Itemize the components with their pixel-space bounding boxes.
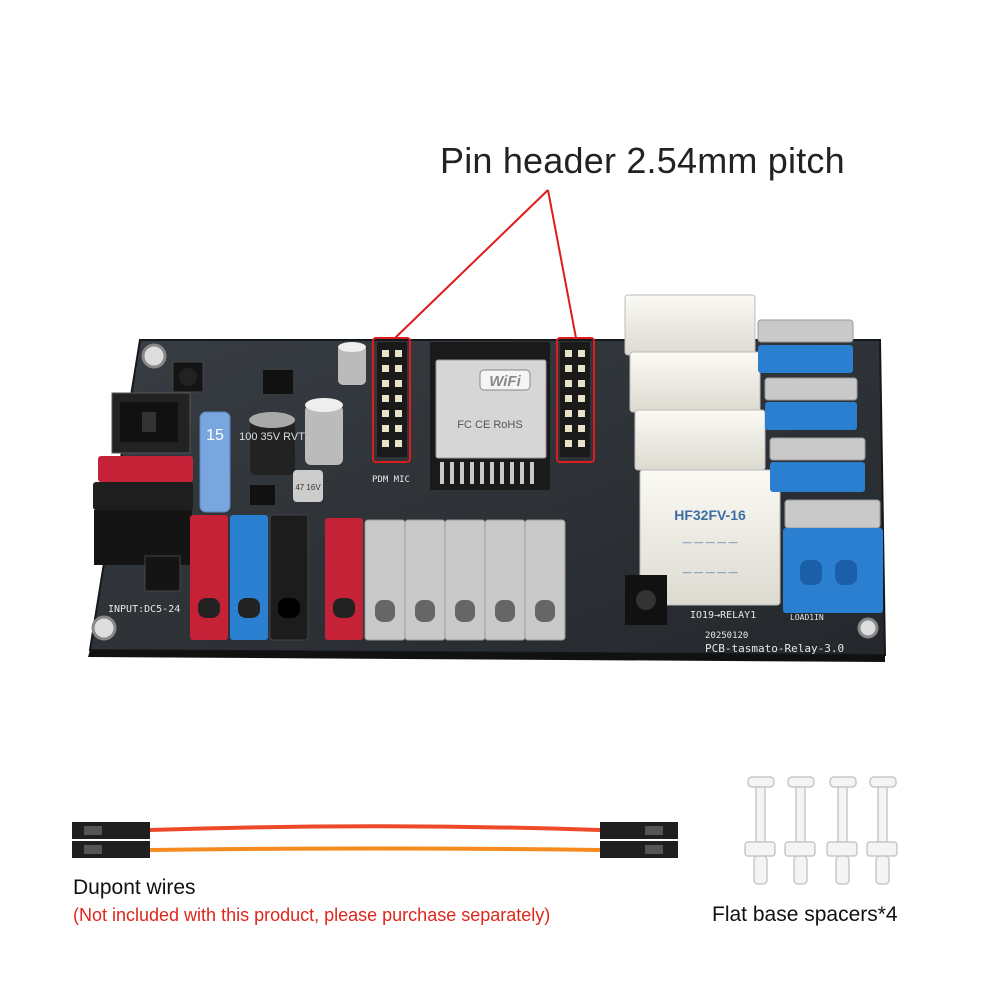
spacer <box>866 776 898 885</box>
relay <box>634 409 766 471</box>
relay-terminals <box>757 319 883 613</box>
relay-io-label: IO19→RELAY1 <box>690 610 756 621</box>
highlight-box-left <box>372 337 411 463</box>
input-label: INPUT:DC5-24 <box>108 604 180 615</box>
capacitors: 100 35V RVT 47 16V <box>239 342 366 502</box>
dc-jack <box>111 392 191 454</box>
reset-button <box>144 361 204 592</box>
svg-text:— — — — —: — — — — — <box>682 537 737 547</box>
module-cert-label: FC CE RoHS <box>457 419 522 431</box>
power-terminal <box>93 456 193 565</box>
spacer <box>744 776 776 885</box>
relays: HF32FV-16 — — — — — — — — — — <box>624 294 781 606</box>
cap2-label: 47 16V <box>295 483 321 492</box>
spacer <box>826 776 858 885</box>
mount-hole <box>141 343 167 369</box>
svg-text:— — — — —: — — — — — <box>682 567 737 577</box>
fuse: 15 <box>199 411 231 513</box>
dupont-wires-note: (Not included with this product, please … <box>73 905 551 925</box>
annotation-title: Pin header 2.54mm pitch <box>440 140 845 181</box>
pin-header-left <box>377 342 407 457</box>
board-name-label: PCB-tasmato-Relay-3.0 <box>705 642 844 655</box>
relay <box>624 294 756 356</box>
dupont-wires <box>72 822 678 858</box>
spacer <box>784 776 816 885</box>
relay <box>629 351 761 413</box>
mount-hole <box>91 615 117 641</box>
pdm-mic-label: PDM MIC <box>372 475 410 485</box>
wifi-module: WiFi FC CE RoHS <box>430 342 550 490</box>
fuse-label: 15 <box>206 427 224 444</box>
annotation-highlight <box>372 189 595 463</box>
spacers-title: Flat base spacers*4 <box>712 903 898 926</box>
load-label: LOAD1IN <box>790 613 824 622</box>
relay <box>639 469 781 606</box>
ic-chip <box>263 370 293 394</box>
terminal-block-row <box>190 514 566 641</box>
ic-chip <box>250 485 275 505</box>
module-wifi-label: WiFi <box>489 373 521 390</box>
date-code-label: 20250120 <box>705 631 748 641</box>
dupont-wires-title: Dupont wires <box>73 876 196 899</box>
callout-line-left <box>394 189 549 339</box>
relay-model-label: HF32FV-16 <box>674 507 746 523</box>
flat-base-spacers <box>744 776 898 885</box>
callout-line-right <box>547 189 577 339</box>
cap-label: 100 35V RVT <box>239 431 305 443</box>
pin-header-right <box>560 342 590 457</box>
mount-hole <box>857 617 879 639</box>
